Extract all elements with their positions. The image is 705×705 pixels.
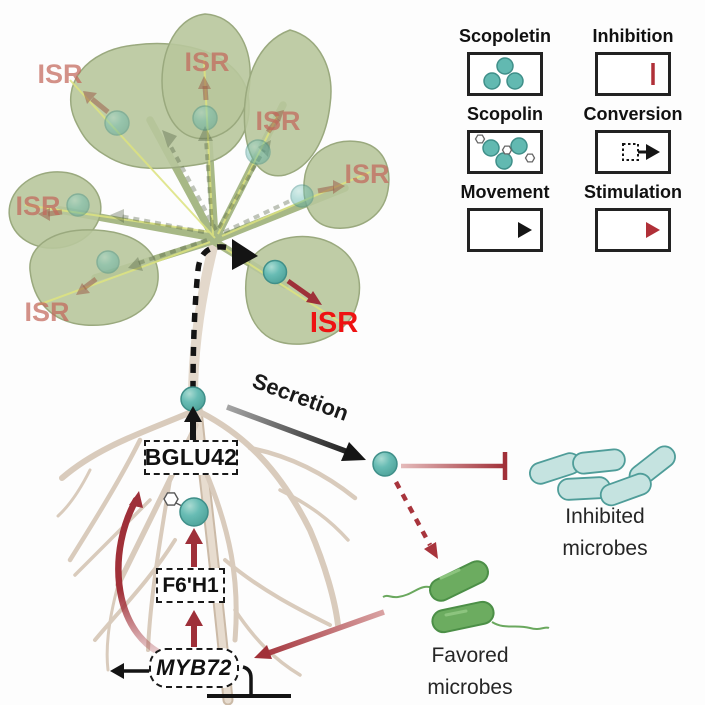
legend-item-scopoletin: Scopoletin — [441, 26, 569, 96]
stimulation-arrow-leaf — [286, 278, 314, 301]
faded-movement-arrows — [119, 139, 293, 266]
legend-label-scopolin: Scopolin — [467, 104, 543, 124]
scopoletin-ball-leaf — [262, 259, 288, 285]
isr-label-faded: ISR — [37, 59, 82, 89]
favored-to-myb72-arrow — [265, 609, 385, 657]
legend-label-scopoletin: Scopoletin — [458, 26, 551, 46]
legend-box-conversion — [595, 130, 671, 174]
legend-item-movement: Movement — [441, 182, 569, 252]
movement-arrow-icon — [478, 222, 532, 238]
isr-label-faded: ISR — [15, 191, 60, 221]
scopoletin-molecules-icon — [483, 57, 524, 90]
inhibited-line1: Inhibited — [565, 505, 645, 528]
legend-box-stimulation — [595, 208, 671, 252]
legend-label-stimulation: Stimulation — [584, 182, 682, 202]
leaf — [161, 13, 251, 140]
gene-symbol — [122, 665, 291, 698]
inhibited-microbes — [529, 445, 676, 507]
flagellum — [382, 585, 434, 599]
myb72-label: MYB72 — [156, 655, 232, 680]
f6h1-label: F6'H1 — [162, 573, 219, 597]
legend-box-scopoletin — [467, 52, 543, 96]
f6h1-gene-box: F6'H1 — [156, 568, 225, 603]
faded-isr-arrowheads — [38, 76, 345, 295]
legend-label-inhibition: Inhibition — [592, 26, 674, 46]
bglu42-gene-box: BGLU42 — [144, 440, 238, 475]
favored-line1: Favored — [431, 644, 509, 667]
flagellum — [491, 621, 550, 630]
secretion-arrow — [226, 404, 349, 455]
stimulation-arrow-icon — [606, 222, 660, 238]
favored-arrowhead — [254, 645, 272, 659]
bglu42-label: BGLU42 — [144, 444, 238, 470]
movement-arrowhead — [232, 239, 258, 270]
legend-item-inhibition: Inhibition — [569, 26, 697, 96]
transcription-arrowhead — [110, 663, 124, 679]
secretion-label: Secretion — [249, 368, 352, 426]
leaf — [303, 140, 390, 229]
legend-box-scopolin — [467, 130, 543, 174]
inhibited-line2: microbes — [562, 536, 648, 560]
legend-item-conversion: Conversion — [569, 104, 697, 174]
isr-label-faded: ISR — [344, 159, 389, 189]
f6h1-arrowhead — [185, 528, 203, 544]
stimulation-arrowhead-leaf — [306, 291, 322, 305]
legend-item-stimulation: Stimulation — [569, 182, 697, 252]
scopoletin-ball-secreted — [372, 451, 398, 477]
inhibition-arrow-icon — [606, 63, 655, 85]
conversion-arrow-icon — [604, 143, 660, 161]
legend-label-movement: Movement — [460, 182, 550, 202]
favored-microbes — [382, 560, 550, 634]
movement-dashed-path — [190, 244, 231, 391]
legend-box-movement — [467, 208, 543, 252]
myb72-arrowhead — [185, 610, 203, 626]
scopolin-ball-root — [179, 497, 209, 527]
curved-arrowhead — [129, 491, 143, 508]
stimulation-dashed-arrow — [394, 480, 432, 547]
isr-label-faded: ISR — [255, 106, 300, 136]
favored-line2: microbes — [427, 675, 513, 699]
scopolin-molecules-icon — [474, 134, 536, 170]
faded-scopoletin-balls — [66, 105, 314, 274]
legend-item-scopolin: Scopolin — [441, 104, 569, 174]
bglu42-arrowhead — [184, 406, 202, 422]
legend-label-conversion: Conversion — [583, 104, 683, 124]
myb72-to-bglu42-curved-arrow — [115, 496, 162, 656]
stimulation-dashed-arrowhead — [424, 542, 438, 559]
secretion-arrowhead — [341, 442, 366, 461]
legend: Scopoletin Inhibition Scopolin — [441, 26, 697, 252]
favored-microbes-label: Favored microbes — [404, 640, 536, 703]
myb72-gene-box: MYB72 — [149, 648, 239, 688]
glucose-hexagon — [163, 492, 179, 506]
legend-box-inhibition — [595, 52, 671, 96]
isr-label-active: ISR — [310, 307, 358, 339]
inhibited-microbes-label: Inhibited microbes — [539, 501, 671, 564]
isr-label-faded: ISR — [24, 297, 69, 327]
isr-label-faded: ISR — [184, 47, 229, 77]
